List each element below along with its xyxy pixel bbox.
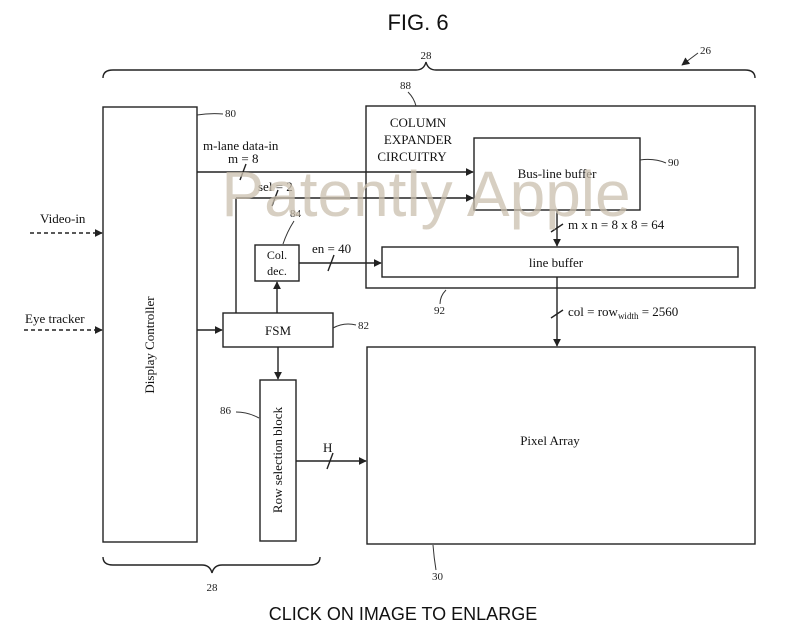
ref-26-arrow — [681, 52, 699, 66]
bus-to-line-buffer-slash — [550, 223, 564, 233]
ref-86: 86 — [220, 405, 232, 417]
ref-82: 82 — [358, 320, 369, 332]
ref-84: 84 — [290, 208, 302, 220]
ref-84-leader — [282, 220, 295, 245]
figure-title: FIG. 6 — [387, 10, 448, 35]
column-expander-line-1: COLUMN — [390, 115, 447, 130]
bus-line-buffer-label: Bus-line buffer — [518, 166, 597, 181]
h-label: H — [323, 440, 332, 455]
m-lane-data-in-label: m-lane data-in — [203, 138, 279, 153]
ref-92: 92 — [434, 305, 445, 317]
col-suffix: = 2560 — [638, 304, 678, 319]
line-buffer-bus-slash — [550, 309, 564, 319]
video-in-label: Video-in — [40, 211, 86, 226]
enlarge-image-link[interactable]: CLICK ON IMAGE TO ENLARGE — [269, 604, 537, 624]
col-subscript: width — [618, 311, 639, 321]
col-width-label: col = rowwidth = 2560 — [568, 304, 678, 321]
bus-line-buffer-block — [473, 137, 641, 211]
ref-90-leader — [639, 158, 667, 164]
ref-26: 26 — [700, 45, 712, 57]
display-controller-label: Display Controller — [142, 296, 157, 394]
watermark-logo: Patently Apple — [221, 158, 630, 230]
bottom-brace-28 — [102, 556, 321, 574]
ref-88-leader — [407, 91, 417, 107]
en-bus-slash — [327, 254, 335, 272]
pixel-array-block — [366, 346, 756, 545]
ref-80: 80 — [225, 108, 237, 120]
sel-label: sel = 2 — [258, 179, 293, 194]
col-dec-line-2: dec. — [267, 264, 287, 278]
column-expander-line-3: CIRCUITRY — [377, 149, 447, 164]
ref-30: 30 — [432, 571, 444, 583]
top-brace-28 — [102, 61, 756, 79]
en-label: en = 40 — [312, 241, 351, 256]
col-dec-line-1: Col. — [267, 248, 287, 262]
sel-bus-slash — [271, 189, 279, 207]
m-lane-bus-slash — [239, 163, 247, 181]
row-selection-block — [259, 379, 297, 542]
fsm-block — [222, 312, 334, 348]
line-buffer-block — [381, 246, 739, 278]
ref-80-leader — [196, 113, 224, 116]
ref-30-leader — [432, 544, 437, 571]
ref-90: 90 — [668, 157, 680, 169]
col-prefix: col = row — [568, 304, 619, 319]
row-selection-label: Row selection block — [270, 406, 285, 513]
ref-86-leader — [235, 411, 260, 419]
fsm-label: FSM — [265, 323, 291, 338]
ref-88: 88 — [400, 80, 412, 92]
ref-28-bottom: 28 — [207, 582, 219, 594]
ref-92-leader — [439, 289, 447, 305]
pixel-array-label: Pixel Array — [520, 433, 580, 448]
h-bus-slash — [326, 452, 334, 470]
ref-28-top: 28 — [421, 50, 433, 62]
m-equals-label: m = 8 — [228, 151, 258, 166]
column-expander-line-2: EXPANDER — [384, 132, 452, 147]
eye-tracker-label: Eye tracker — [25, 311, 85, 326]
line-buffer-label: line buffer — [529, 255, 584, 270]
display-controller-block — [102, 106, 198, 543]
ref-82-leader — [332, 323, 357, 329]
m-x-n-label: m x n = 8 x 8 = 64 — [568, 217, 665, 232]
